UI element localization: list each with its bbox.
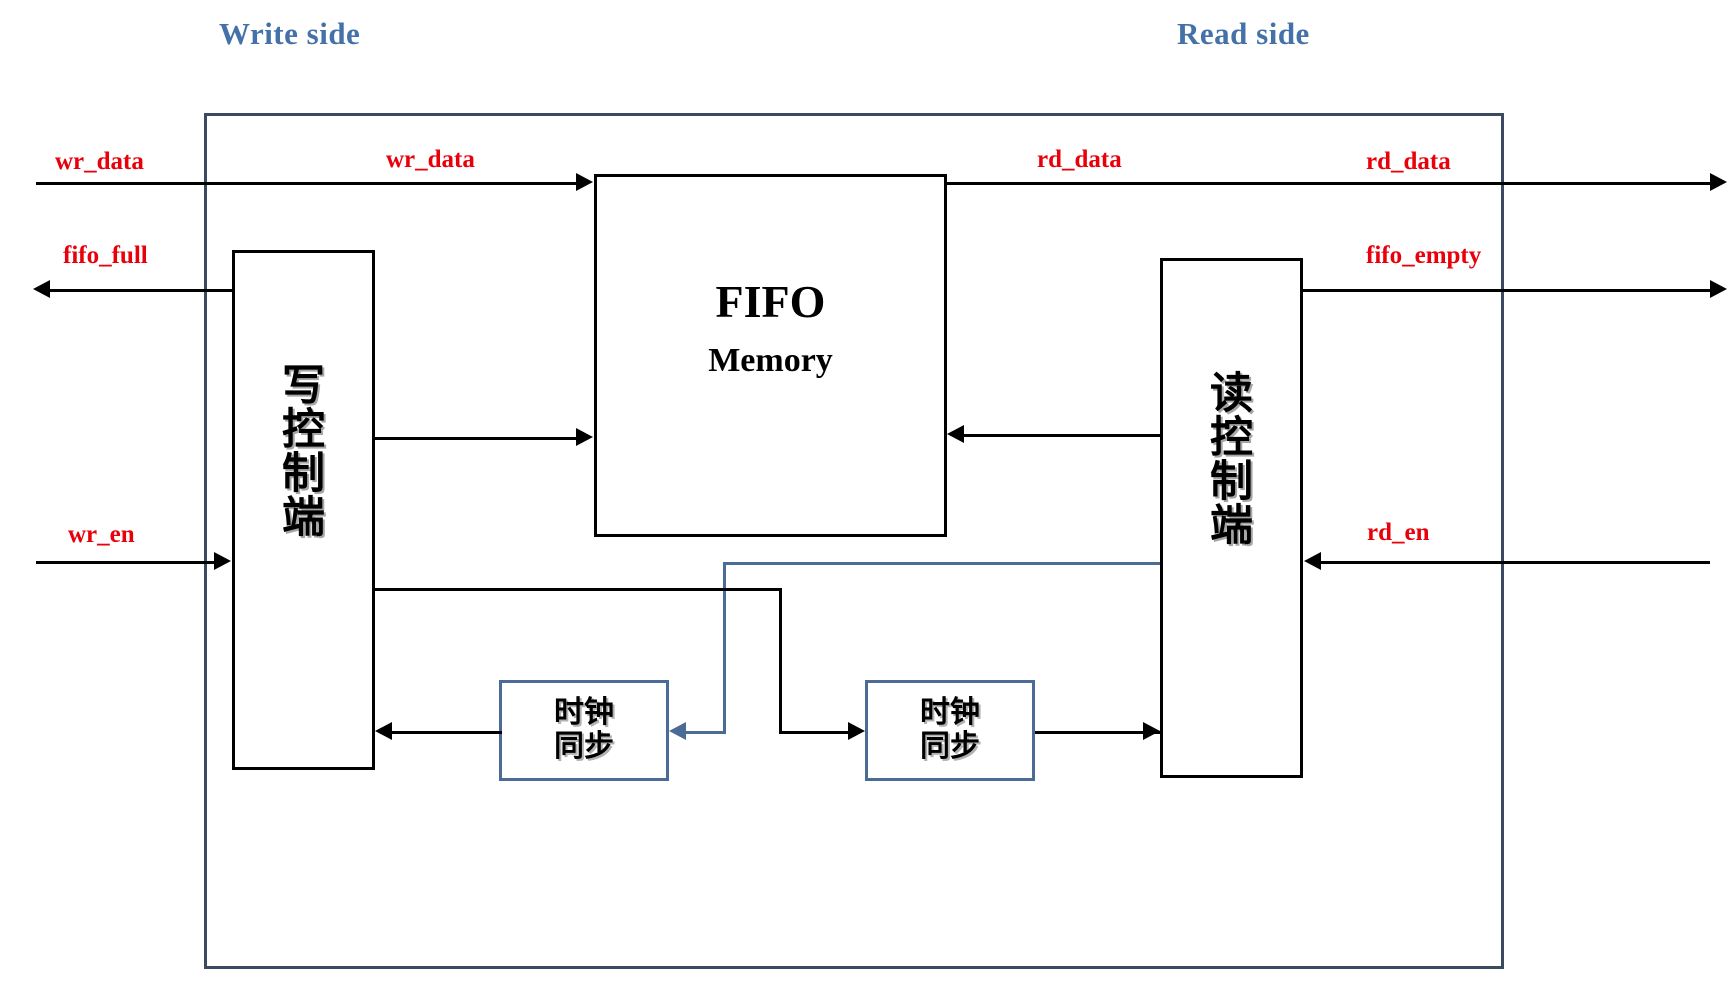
read-control-char-1: 控 (1210, 412, 1253, 463)
arrowhead-read-ctrl-to-fifo (947, 425, 964, 443)
arrowhead-fifo-full-out (33, 280, 50, 298)
wire-fifo-full (50, 289, 232, 292)
signal-label-wr-en: wr_en (68, 521, 135, 548)
wire-read-ctrl-to-fifo (964, 434, 1160, 437)
clock-sync-right-line-0: 时钟 (920, 695, 980, 730)
arrowhead-wr-en-in (214, 552, 231, 570)
signal-label-rd-data-external: rd_data (1366, 148, 1451, 175)
signal-label-wr-data-external: wr_data (55, 148, 144, 175)
read-side-title: Read side (1177, 16, 1310, 51)
clock-sync-right-label: 时钟 同步 (868, 696, 1032, 763)
wire-write-ctrl-to-sync-right-v (779, 588, 782, 732)
clock-sync-left-line-1: 同步 (554, 728, 614, 764)
arrowhead-rd-en-in (1304, 552, 1321, 570)
arrowhead-rd-data-out (1710, 173, 1727, 191)
read-control-block: 读 控 制 端 (1160, 258, 1303, 778)
arrowhead-write-ctrl-to-fifo (576, 428, 593, 446)
wire-sync-left-to-write-ctrl (392, 731, 502, 734)
wire-sync-right-to-read-ctrl (1035, 731, 1160, 734)
write-control-char-2: 制 (282, 448, 325, 499)
read-control-char-3: 端 (1210, 500, 1253, 551)
write-side-title: Write side (219, 16, 361, 51)
wire-rd-en (1321, 561, 1710, 564)
wire-read-ctrl-to-sync-left-v (723, 562, 726, 732)
signal-label-fifo-empty: fifo_empty (1366, 242, 1482, 269)
clock-sync-right-line-1: 同步 (920, 728, 980, 764)
write-control-char-0: 写 (282, 361, 325, 411)
write-control-char-3: 端 (282, 492, 325, 543)
fifo-memory-block: FIFO Memory (594, 174, 947, 537)
read-control-char-0: 读 (1210, 369, 1253, 419)
wire-read-ctrl-to-sync-left-h1 (723, 562, 1160, 565)
wire-wr-data-in (36, 182, 576, 185)
fifo-memory-subtitle: Memory (708, 342, 833, 379)
clock-sync-right-block: 时钟 同步 (865, 680, 1035, 781)
signal-label-rd-data-internal: rd_data (1037, 146, 1122, 173)
wire-read-ctrl-to-sync-left-h2 (686, 731, 726, 734)
signal-label-wr-data-internal: wr_data (386, 146, 475, 173)
arrowhead-fifo-empty-out (1710, 280, 1727, 298)
clock-sync-left-line-0: 时钟 (554, 695, 614, 730)
write-control-char-1: 控 (282, 404, 325, 455)
read-control-label: 读 控 制 端 (1163, 369, 1300, 551)
arrowhead-into-sync-left (669, 722, 686, 740)
wire-write-ctrl-to-fifo (375, 437, 576, 440)
system-boundary (204, 113, 1504, 969)
wire-write-ctrl-to-sync-right-h2 (779, 731, 848, 734)
signal-label-rd-en: rd_en (1367, 519, 1430, 546)
wire-wr-en (36, 561, 214, 564)
read-control-char-2: 制 (1210, 456, 1253, 507)
clock-sync-left-label: 时钟 同步 (502, 696, 666, 763)
arrowhead-sync-left-to-write-ctrl (375, 722, 392, 740)
arrowhead-wr-data-into-fifo (576, 173, 593, 191)
wire-write-ctrl-to-sync-right-h1 (375, 588, 782, 591)
arrowhead-sync-right-to-read-ctrl (1143, 722, 1160, 740)
wire-fifo-empty (1303, 289, 1710, 292)
wire-rd-data-out (947, 182, 1710, 185)
write-control-block: 写 控 制 端 (232, 250, 375, 770)
fifo-memory-title: FIFO (715, 276, 826, 327)
write-control-label: 写 控 制 端 (235, 361, 372, 543)
signal-label-fifo-full: fifo_full (63, 242, 148, 269)
arrowhead-into-sync-right (848, 722, 865, 740)
clock-sync-left-block: 时钟 同步 (499, 680, 669, 781)
